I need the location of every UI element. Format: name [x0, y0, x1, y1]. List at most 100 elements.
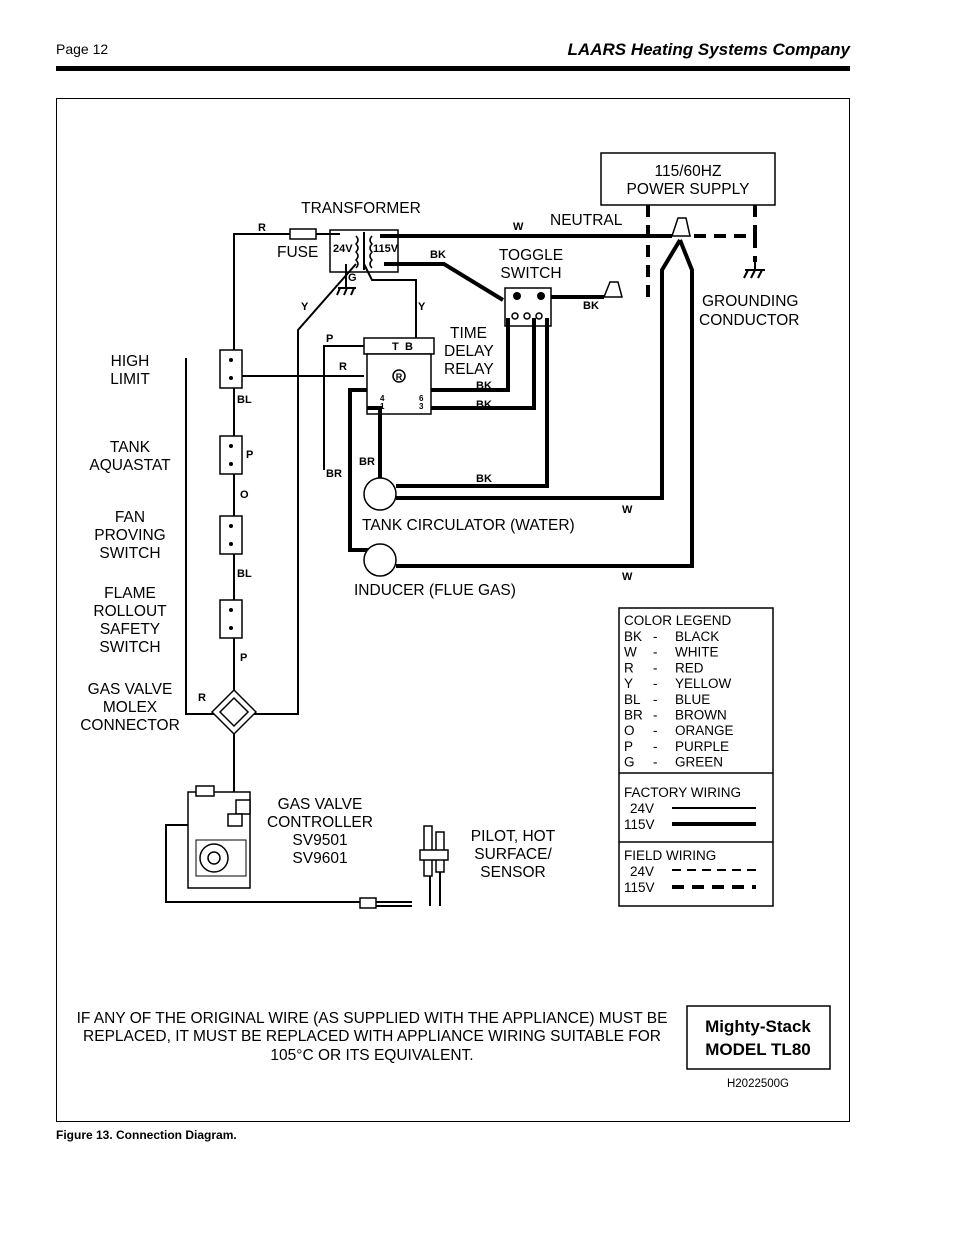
- relay-label: DELAY: [444, 343, 494, 360]
- wire-tag: BR: [326, 468, 342, 480]
- notice-line: 105°C OR ITS EQUIVALENT.: [270, 1047, 473, 1064]
- legend-rows: BK-BLACKW-WHITER-REDY-YELLOWBL-BLUEBR-BR…: [624, 629, 734, 770]
- y-wire: [250, 263, 357, 715]
- company-name: LAARS Heating Systems Company: [567, 40, 850, 59]
- wire-tag: P: [240, 652, 247, 664]
- gas-valve-controller-label: SV9601: [292, 850, 347, 867]
- high-limit-switch-icon: [219, 349, 243, 389]
- pilot-label: SURFACE/: [474, 846, 552, 863]
- wire-tag: BK: [583, 300, 599, 312]
- grounding-label: CONDUCTOR: [699, 312, 799, 329]
- gas-valve-controller-label: SV9501: [292, 832, 347, 849]
- wire-tag: W: [513, 221, 524, 233]
- transformer-bk-wire: [384, 262, 505, 302]
- wire-tag: R: [198, 692, 206, 704]
- inducer-w-wire: [396, 239, 694, 568]
- relay-terminal: R: [396, 372, 403, 382]
- wire-tag: BK: [476, 399, 492, 411]
- pilot-label: PILOT, HOT: [471, 828, 556, 845]
- relay-terminal: 1: [380, 402, 385, 411]
- toggle-label: TOGGLE: [499, 247, 563, 264]
- r-wire: [233, 233, 290, 358]
- relay-terminal: B: [405, 341, 413, 353]
- power-supply-label: POWER SUPPLY: [627, 181, 750, 198]
- relay-label: RELAY: [444, 361, 494, 378]
- relay-label: TIME: [450, 325, 487, 342]
- figure-caption: Figure 13. Connection Diagram.: [56, 1128, 237, 1142]
- time-delay-relay-icon: [366, 353, 432, 415]
- drawing-number: H2022500G: [727, 1078, 789, 1090]
- legend-sep: -: [653, 645, 658, 660]
- transformer-115v-label: 115V: [373, 243, 399, 255]
- wire-tag: G: [348, 272, 357, 284]
- legend-code: W: [624, 645, 637, 660]
- flame-rollout-label: SWITCH: [99, 639, 160, 656]
- high-limit-label: LIMIT: [110, 371, 150, 388]
- circulator-w-wire: [396, 238, 682, 500]
- wire-tag: Y: [301, 301, 309, 313]
- pilot-sensor-icon: [419, 825, 449, 906]
- high-limit-label: HIGH: [111, 353, 150, 370]
- sensor-wire: [165, 824, 360, 903]
- relay-terminal: T: [392, 341, 399, 353]
- legend-name: PURPLE: [675, 739, 729, 754]
- legend-name: GREEN: [675, 755, 723, 770]
- legend-sep: -: [653, 676, 658, 691]
- flame-rollout-label: ROLLOUT: [93, 603, 167, 620]
- wire-tag: R: [339, 361, 347, 373]
- legend-code: O: [624, 723, 635, 738]
- tank-aquastat-switch-icon: [219, 435, 243, 475]
- ground-symbol: [743, 262, 765, 279]
- legend-code: BL: [624, 692, 641, 707]
- wire-tag: Y: [418, 301, 426, 313]
- wire-tag: W: [622, 504, 633, 516]
- pilot-label: SENSOR: [480, 864, 545, 881]
- p-relay-wire: [323, 345, 364, 470]
- molex-label: MOLEX: [103, 699, 158, 716]
- relay-terminal: 4: [380, 394, 385, 403]
- page-number: Page 12: [56, 41, 109, 57]
- wire-tag: BK: [430, 249, 446, 261]
- wire-tag: BK: [476, 380, 492, 392]
- molex-r-wire: [185, 358, 220, 715]
- legend-code: BR: [624, 708, 643, 723]
- tank-aquastat-label: AQUASTAT: [89, 457, 171, 474]
- power-supply-box: [600, 152, 776, 206]
- wire-tag: R: [258, 222, 266, 234]
- legend-title: COLOR LEGEND: [624, 613, 732, 628]
- gas-valve-controller-label: GAS VALVE: [278, 796, 363, 813]
- legend-name: BLACK: [675, 629, 719, 644]
- field-wiring-title: FIELD WIRING: [624, 848, 716, 863]
- power-supply-label: 115/60HZ: [655, 163, 722, 180]
- fuse-label: FUSE: [277, 244, 318, 261]
- notice-line: REPLACED, IT MUST BE REPLACED WITH APPLI…: [83, 1028, 661, 1045]
- legend-sep: -: [653, 739, 658, 754]
- legend-code: Y: [624, 676, 633, 691]
- field-24v-label: 24V: [630, 864, 654, 879]
- legend-sep: -: [653, 708, 658, 723]
- notice-line: IF ANY OF THE ORIGINAL WIRE (AS SUPPLIED…: [77, 1010, 668, 1027]
- tank-circulator-icon: [363, 477, 397, 511]
- legend-name: ORANGE: [675, 723, 734, 738]
- grounding-label: GROUNDING: [702, 293, 798, 310]
- wire-nut-icon: [602, 281, 623, 298]
- fan-proving-label: PROVING: [94, 527, 165, 544]
- gas-valve-controller-icon: [187, 785, 251, 889]
- wire-tag: BK: [476, 473, 492, 485]
- fuse-icon: [289, 228, 317, 240]
- relay-bk-wire: [431, 318, 536, 410]
- legend-name: BLUE: [675, 692, 710, 707]
- inducer-br-wire: [348, 388, 372, 552]
- wire-tag: P: [246, 449, 253, 461]
- flame-rollout-label: SAFETY: [100, 621, 160, 638]
- gas-valve-controller-label: CONTROLLER: [267, 814, 373, 831]
- wire-tag: BR: [359, 456, 375, 468]
- legend-sep: -: [653, 692, 658, 707]
- fan-proving-switch-icon: [219, 515, 243, 555]
- model-name: Mighty-Stack: [705, 1017, 811, 1036]
- fan-proving-label: SWITCH: [99, 545, 160, 562]
- header-rule: [56, 66, 850, 71]
- model-box: [686, 1005, 831, 1070]
- model-number: MODEL TL80: [705, 1040, 810, 1059]
- legend-code: P: [624, 739, 633, 754]
